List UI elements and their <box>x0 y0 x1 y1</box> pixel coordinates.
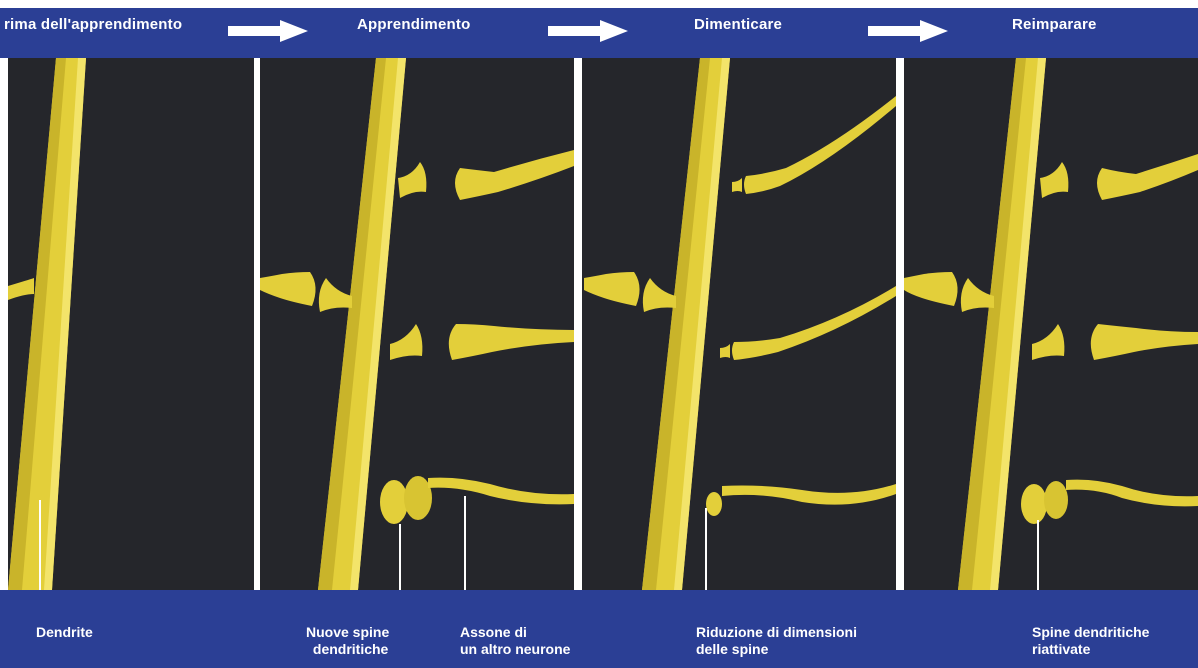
arrow-right-icon <box>228 20 308 42</box>
label-reactivated-spines-line1: Spine dendritiche <box>1032 624 1149 641</box>
label-axon: Assone di un altro neurone <box>460 624 570 658</box>
label-new-spines-line1: Nuove spine <box>304 624 389 641</box>
label-spine-reduction-line2: delle spine <box>696 641 857 658</box>
arrow-right-icon <box>868 20 948 42</box>
panel-forgetting <box>582 58 896 590</box>
label-spine-reduction: Riduzione di dimensioni delle spine <box>696 624 857 658</box>
stage-title-learning: Apprendimento <box>357 16 470 33</box>
label-spine-reduction-line1: Riduzione di dimensioni <box>696 624 857 641</box>
reduced-spines-illustration <box>582 58 896 590</box>
new-spines-illustration <box>260 58 574 590</box>
label-axon-line1: Assone di <box>460 624 570 641</box>
stage-title-forgetting: Dimenticare <box>694 16 782 33</box>
label-reactivated-spines-line2: riattivate <box>1032 641 1149 658</box>
caption-band <box>0 590 1198 668</box>
stage-title-before: rima dell'apprendimento <box>4 16 182 33</box>
reactivated-spines-illustration <box>904 58 1198 590</box>
label-new-spines-line2: dendritiche <box>304 641 389 658</box>
label-dendrite: Dendrite <box>36 624 93 641</box>
panel-relearning <box>904 58 1198 590</box>
stage-title-relearning: Reimparare <box>1012 16 1097 33</box>
label-new-spines: Nuove spine dendritiche <box>304 624 389 658</box>
label-reactivated-spines: Spine dendritiche riattivate <box>1032 624 1149 658</box>
label-axon-line2: un altro neurone <box>460 641 570 658</box>
arrow-right-icon <box>548 20 628 42</box>
panel-learning <box>260 58 574 590</box>
